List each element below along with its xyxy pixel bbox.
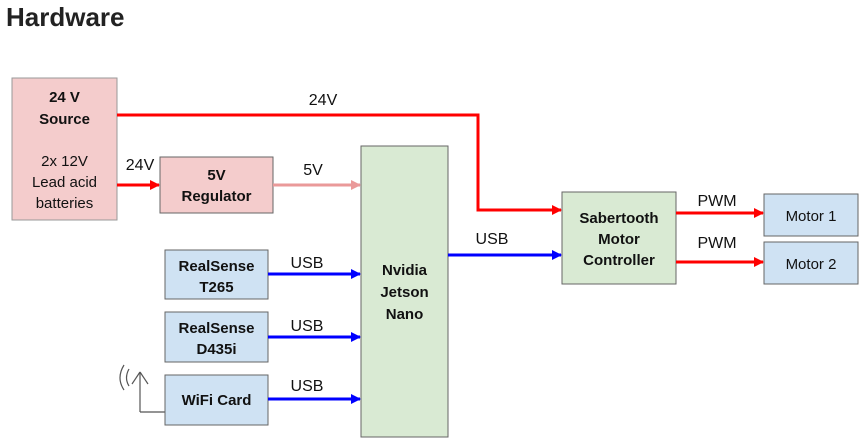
jetson-line-2: Jetson (380, 284, 428, 301)
source-block: 24 V Source 2x 12V Lead acid batteries (11, 77, 118, 221)
sabertooth-box (561, 191, 677, 285)
source-box (11, 77, 118, 221)
connections (117, 113, 764, 404)
page-title: Hardware (6, 2, 125, 32)
t265-line-1: RealSense (179, 258, 255, 275)
source-desc-2: Lead acid (32, 174, 97, 191)
label-t265-to-jetson: USB (291, 255, 324, 272)
line-source-to-sabertooth (117, 113, 562, 215)
source-desc-3: batteries (36, 195, 94, 212)
jetson-box (360, 145, 449, 438)
motor2-box (763, 241, 859, 285)
sabertooth-line-3: Controller (583, 252, 655, 269)
source-title-2: Source (39, 111, 90, 128)
motor2-block: Motor 2 (763, 241, 859, 285)
motor1-label: Motor 1 (786, 208, 837, 225)
regulator-box (159, 156, 274, 214)
sabertooth-line-1: Sabertooth (579, 210, 658, 227)
t265-line-2: T265 (199, 279, 233, 296)
motor1-box (763, 193, 859, 237)
label-source-to-sabertooth: 24V (309, 92, 338, 109)
t265-block: RealSense T265 (164, 249, 269, 300)
label-d435i-to-jetson: USB (291, 318, 324, 335)
sabertooth-block: Sabertooth Motor Controller (561, 191, 677, 285)
label-wifi-to-jetson: USB (291, 378, 324, 395)
source-desc-1: 2x 12V (41, 153, 88, 170)
regulator-line-2: Regulator (181, 188, 251, 205)
antenna-icon (119, 364, 165, 413)
wifi-block: WiFi Card (119, 364, 269, 426)
label-source-to-regulator: 24V (126, 157, 155, 174)
d435i-line-2: D435i (196, 341, 236, 358)
source-title-1: 24 V (49, 89, 80, 106)
d435i-block: RealSense D435i (164, 311, 269, 363)
t265-box (164, 249, 269, 300)
jetson-line-1: Nvidia (382, 262, 428, 279)
label-sabertooth-to-motor2: PWM (697, 235, 736, 252)
d435i-line-1: RealSense (179, 320, 255, 337)
d435i-box (164, 311, 269, 363)
motor1-block: Motor 1 (763, 193, 859, 237)
jetson-line-3: Nano (386, 306, 424, 323)
connection-labels: 24V 24V 5V USB USB USB USB PWM PWM (126, 92, 737, 395)
label-jetson-to-sabertooth: USB (476, 231, 509, 248)
label-sabertooth-to-motor1: PWM (697, 193, 736, 210)
wifi-box (164, 374, 269, 426)
regulator-block: 5V Regulator (159, 156, 274, 214)
jetson-block: Nvidia Jetson Nano (360, 145, 449, 438)
wifi-line-1: WiFi Card (182, 392, 252, 409)
regulator-line-1: 5V (207, 167, 225, 184)
motor2-label: Motor 2 (786, 256, 837, 273)
sabertooth-line-2: Motor (598, 231, 640, 248)
label-regulator-to-jetson: 5V (303, 162, 323, 179)
